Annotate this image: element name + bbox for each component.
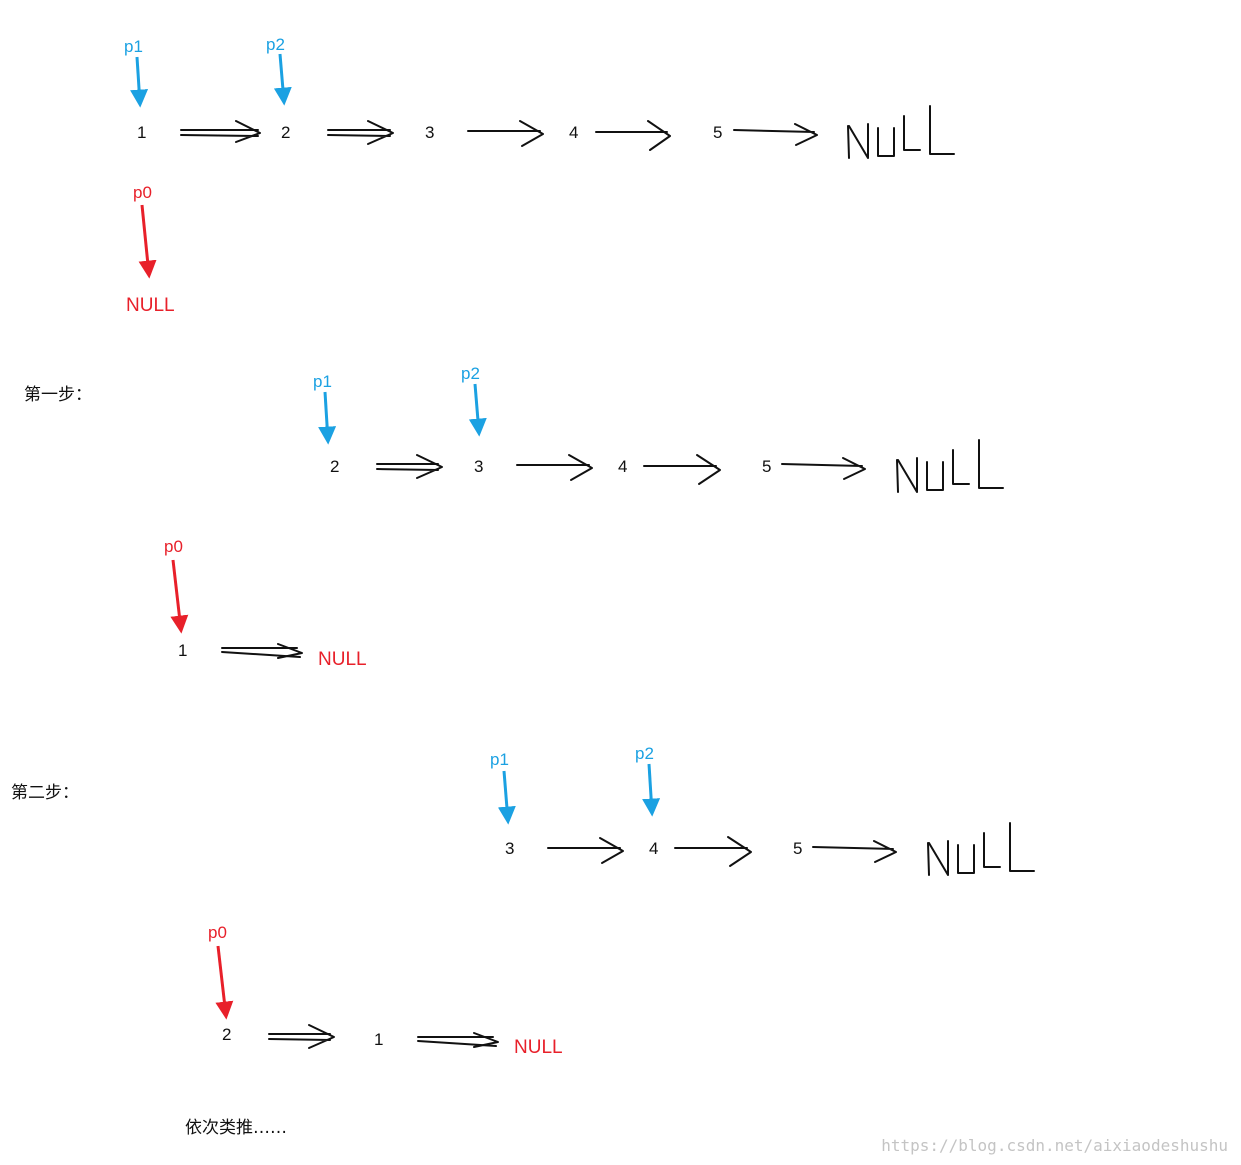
initial-state: p1 p2 1 2 3 4 5 p0 NULL — [124, 35, 955, 316]
list-node: 3 — [425, 123, 434, 142]
list-node: 3 — [474, 457, 483, 476]
pointer-p0-label: p0 — [164, 537, 183, 556]
p0-null-label: NULL — [126, 295, 175, 316]
next-arrow — [268, 1024, 335, 1049]
next-arrow — [376, 454, 443, 479]
pointer-p0-label: p0 — [133, 183, 152, 202]
step-1: 第一步： p1 p2 2 3 4 5 p0 1 NULL — [24, 364, 1004, 670]
etc-caption: 依次类推…… — [185, 1118, 287, 1138]
reversed-null-label: NULL — [318, 649, 367, 670]
list-node: 3 — [505, 839, 514, 858]
pointer-p1-arrow — [130, 56, 149, 108]
list-node: 2 — [281, 123, 290, 142]
next-arrow — [733, 123, 818, 146]
list-node: 4 — [618, 457, 627, 476]
pointer-p1-label: p1 — [490, 750, 509, 769]
step-1-label: 第一步： — [24, 385, 92, 405]
next-arrow — [812, 840, 897, 863]
pointer-p2-arrow — [273, 53, 292, 106]
pointer-p2-label: p2 — [635, 744, 654, 763]
reversed-node: 1 — [178, 641, 187, 660]
next-arrow — [417, 1032, 499, 1048]
pointer-p1-label: p1 — [313, 372, 332, 391]
reversed-node: 2 — [222, 1025, 231, 1044]
list-node: 4 — [569, 123, 578, 142]
pointer-p0-arrow — [138, 204, 157, 279]
next-arrow — [547, 837, 624, 864]
pointer-p1-label: p1 — [124, 37, 143, 56]
next-arrow — [643, 454, 721, 485]
pointer-p2-arrow — [642, 763, 661, 817]
reversed-node: 1 — [374, 1030, 383, 1049]
list-node: 5 — [762, 457, 771, 476]
pointer-p2-arrow — [468, 383, 487, 437]
step-2: 第二步： p1 p2 3 4 5 p0 2 1 NULL — [11, 744, 1035, 1058]
next-arrow — [467, 120, 544, 147]
pointer-p2-label: p2 — [266, 35, 285, 54]
null-terminator-handwritten — [847, 105, 955, 159]
next-arrow — [674, 836, 752, 867]
step-2-label: 第二步： — [11, 783, 79, 803]
next-arrow — [781, 457, 866, 480]
list-node: 5 — [713, 123, 722, 142]
next-arrow — [595, 120, 671, 151]
pointer-p0-arrow — [215, 945, 234, 1020]
pointer-p0-label: p0 — [208, 923, 227, 942]
next-arrow — [327, 120, 394, 145]
null-terminator-handwritten — [896, 439, 1004, 493]
reversed-null-label: NULL — [514, 1037, 563, 1058]
list-node: 2 — [330, 457, 339, 476]
pointer-p1-arrow — [497, 770, 516, 825]
list-node: 4 — [649, 839, 658, 858]
pointer-p1-arrow — [318, 391, 337, 445]
watermark: https://blog.csdn.net/aixiaodeshushu — [881, 1136, 1228, 1155]
next-arrow — [221, 643, 303, 659]
next-arrow — [516, 454, 593, 481]
next-arrow — [180, 120, 261, 143]
list-node: 1 — [137, 123, 146, 142]
list-node: 5 — [793, 839, 802, 858]
pointer-p2-label: p2 — [461, 364, 480, 383]
null-terminator-handwritten — [927, 822, 1035, 876]
pointer-p0-arrow — [170, 559, 189, 634]
